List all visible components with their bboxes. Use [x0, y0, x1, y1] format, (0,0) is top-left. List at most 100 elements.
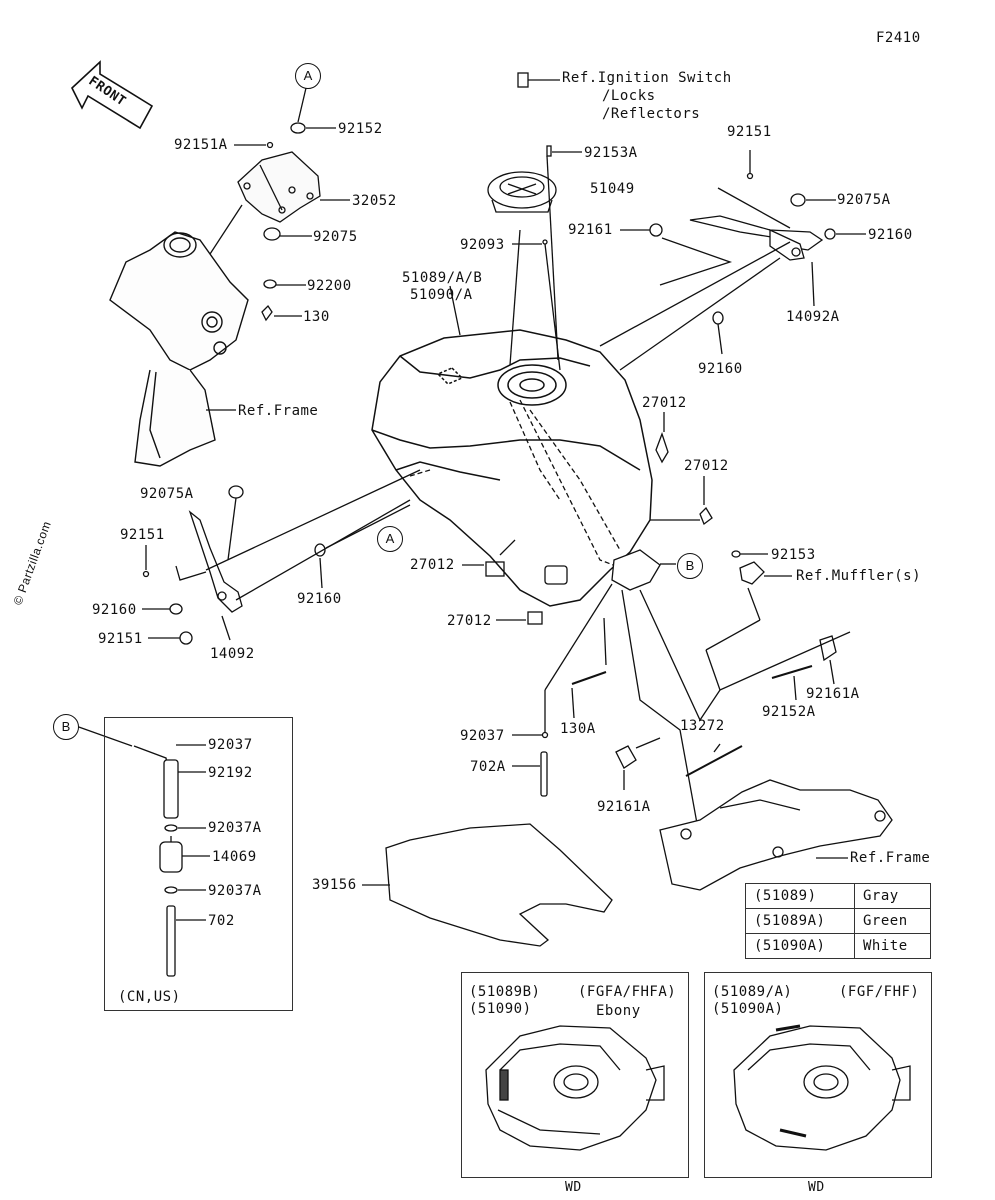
part-92075A-left [228, 485, 244, 499]
label-92161A-right: 92161A [806, 686, 860, 702]
label-92160-right-b: 92160 [698, 361, 743, 377]
color-row: (51089) Gray [745, 883, 931, 909]
pad-39156 [385, 823, 613, 947]
variant-left-footer: WD [565, 1180, 582, 1195]
label-92075: 92075 [313, 229, 358, 245]
label-92037-mid: 92037 [460, 728, 505, 744]
inset-item-702: 702 [208, 913, 235, 929]
label-92153: 92153 [771, 547, 816, 563]
label-92160-left: 92160 [92, 602, 137, 618]
label-92152A: 92152A [762, 704, 816, 720]
bracket-32052 [237, 151, 321, 223]
label-27012-a: 27012 [642, 395, 687, 411]
label-ref-ignition-1: Ref.Ignition Switch [562, 70, 732, 86]
variant-left-color: Ebony [596, 1003, 641, 1019]
variant-left-codes-1: (51089B) [469, 984, 541, 1000]
label-92153A: 92153A [584, 145, 638, 161]
part-92161A-right [819, 635, 837, 662]
label-13272: 13272 [680, 718, 725, 734]
color-code: (51089A) [745, 908, 855, 934]
label-92075A-left: 92075A [140, 486, 194, 502]
label-92200: 92200 [307, 278, 352, 294]
part-27012-b [699, 506, 713, 526]
variant-right-codes-2: (51090A) [712, 1001, 784, 1017]
fuel-cap-51049 [487, 171, 557, 213]
color-name: White [854, 933, 931, 959]
part-27012-e [527, 611, 543, 625]
part-27012-a [655, 432, 669, 464]
label-ref-ignition-2: /Locks [602, 88, 656, 104]
inset-item-92037A-b: 92037A [208, 883, 262, 899]
color-row: (51089A) Green [745, 908, 931, 934]
label-92093: 92093 [460, 237, 505, 253]
part-92151-left-b [179, 631, 193, 645]
part-92093 [542, 239, 548, 245]
part-92151A [266, 141, 274, 149]
marker-b-mid: B [677, 553, 703, 579]
label-92151-right: 92151 [727, 124, 772, 140]
color-code: (51090A) [745, 933, 855, 959]
label-51089: 51089/A/B [402, 270, 483, 286]
label-92151-left-b: 92151 [98, 631, 143, 647]
frame-rear [659, 779, 893, 891]
inset-box-cn-us [104, 717, 293, 1011]
part-13272 [685, 745, 743, 777]
color-name: Green [854, 908, 931, 934]
part-92161 [649, 223, 663, 237]
marker-b-box: B [53, 714, 79, 740]
ref-muffler-part [739, 561, 765, 585]
label-14092A: 14092A [786, 309, 840, 325]
part-92160-right-b [712, 311, 724, 325]
label-92151-left: 92151 [120, 527, 165, 543]
label-130: 130 [303, 309, 330, 325]
color-name: Gray [854, 883, 931, 909]
label-92075A-right: 92075A [837, 192, 891, 208]
part-130A [571, 671, 607, 685]
variant-right-codes-1: (51089/A) [712, 984, 793, 1000]
bracket-14092 [188, 510, 243, 613]
variant-tank-right [733, 1024, 911, 1151]
part-92151-left [142, 570, 150, 578]
variant-box-right [704, 972, 932, 1178]
part-92075A-right [790, 193, 806, 207]
inset-item-92037: 92037 [208, 737, 253, 753]
part-702A [540, 751, 548, 797]
color-table: (51089) Gray (51089A) Green (51090A) Whi… [745, 883, 931, 959]
part-92153 [731, 550, 741, 558]
part-92160-right-a [824, 228, 836, 240]
label-39156: 39156 [312, 877, 357, 893]
inset-item-92037A-a: 92037A [208, 820, 262, 836]
part-92153A [546, 145, 552, 157]
label-92151A: 92151A [174, 137, 228, 153]
label-ref-frame-top: Ref.Frame [238, 403, 319, 419]
part-92200 [263, 279, 277, 289]
part-92075 [263, 227, 281, 241]
part-92152A [771, 665, 813, 679]
variant-tank-left [485, 1025, 665, 1151]
label-ref-muffler: Ref.Muffler(s) [796, 568, 922, 584]
label-92161: 92161 [568, 222, 613, 238]
part-27012-d [544, 565, 568, 585]
inset-item-14069: 14069 [212, 849, 257, 865]
part-ignition-ref [517, 72, 529, 88]
color-row: (51090A) White [745, 933, 931, 959]
label-702A: 702A [470, 759, 506, 775]
label-27012-d: 27012 [447, 613, 492, 629]
label-92160-mid: 92160 [297, 591, 342, 607]
part-92152 [290, 122, 306, 134]
part-27012-c [485, 561, 505, 577]
label-ref-frame-bottom: Ref.Frame [850, 850, 931, 866]
variant-left-models: (FGFA/FHFA) [578, 984, 677, 1000]
part-92037-mid [541, 731, 549, 739]
label-51049: 51049 [590, 181, 635, 197]
variant-right-footer: WD [808, 1180, 825, 1195]
hose-92192 [163, 759, 179, 819]
label-92161A-left: 92161A [597, 799, 651, 815]
label-14092: 14092 [210, 646, 255, 662]
variant-box-left [461, 972, 689, 1178]
bracket-14092A [689, 215, 824, 261]
hose-702 [166, 905, 176, 977]
inset-region: (CN,US) [118, 989, 181, 1005]
